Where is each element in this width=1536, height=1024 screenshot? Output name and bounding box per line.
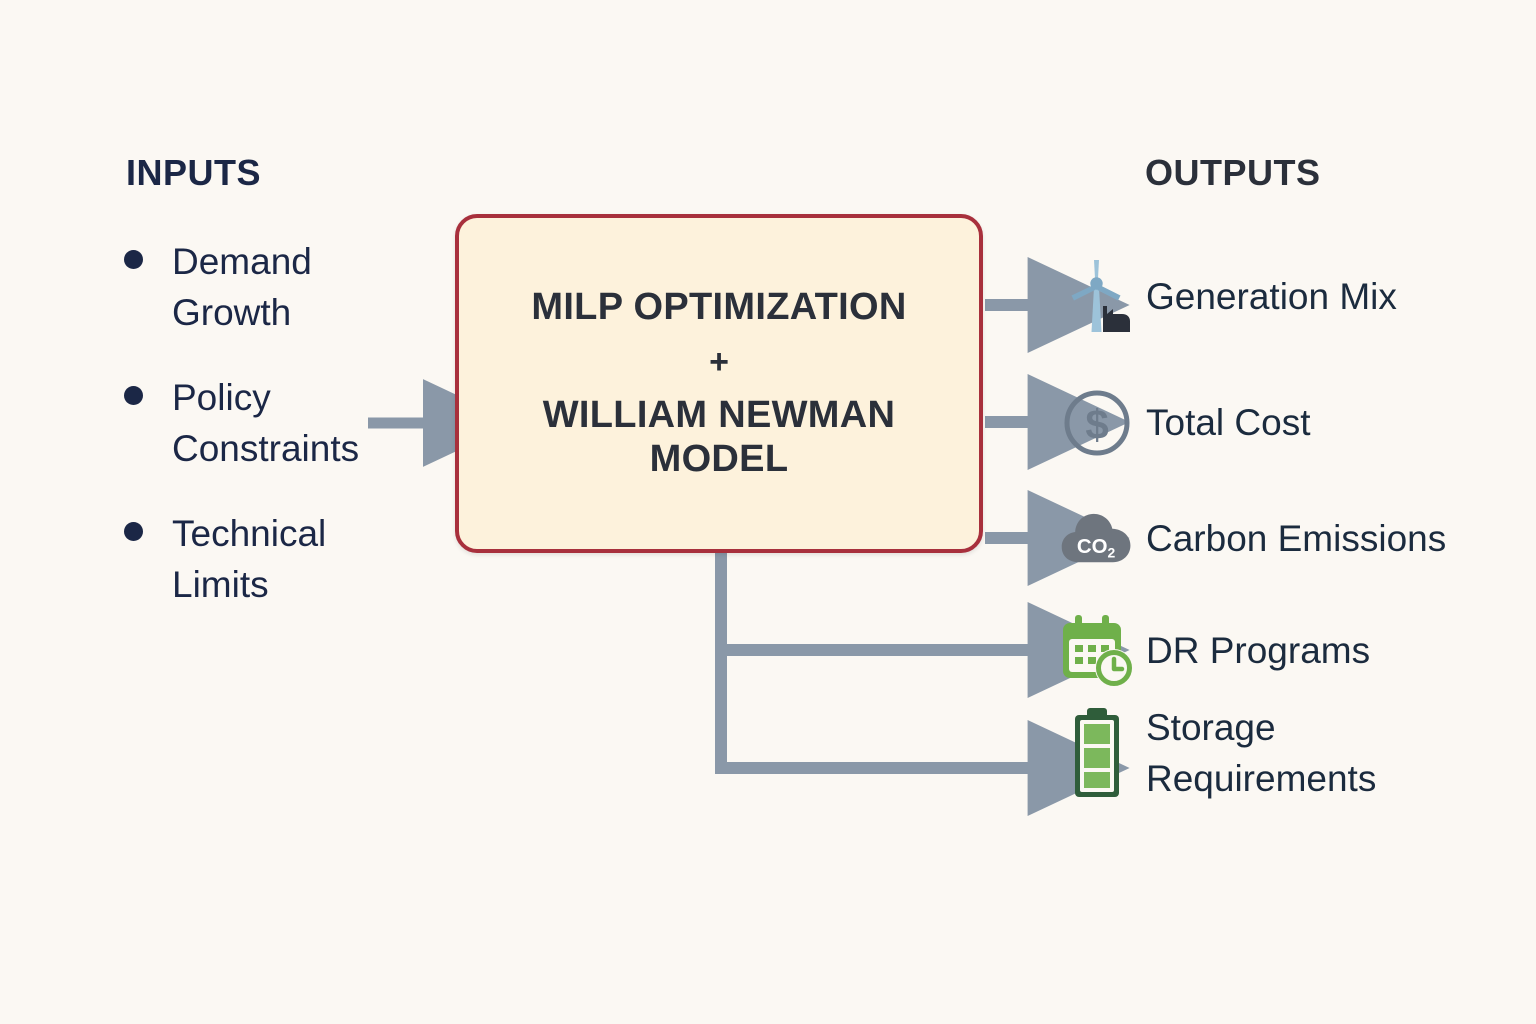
model-title-line-2: WILLIAM NEWMAN MODEL (542, 394, 896, 480)
wind-turbine-factory-icon (1058, 258, 1136, 336)
output-item-storage-requirements: Storage Requirements (1058, 702, 1376, 804)
output-label: Generation Mix (1146, 276, 1397, 318)
inputs-column: INPUTS Demand Growth Policy Constraints … (122, 152, 412, 644)
bullet-icon (124, 386, 143, 406)
input-label: Demand Growth (172, 241, 312, 334)
output-item-total-cost: $ Total Cost (1058, 384, 1311, 462)
output-label: Storage Requirements (1146, 707, 1377, 800)
bullet-icon (124, 250, 143, 269)
model-plus-sign: + (709, 343, 729, 382)
inputs-heading: INPUTS (126, 152, 262, 193)
bullet-icon (124, 522, 143, 542)
input-item-policy-constraints: Policy Constraints (122, 372, 412, 474)
output-item-generation-mix: Generation Mix (1058, 258, 1397, 336)
output-item-dr-programs: DR Programs (1058, 612, 1370, 690)
dollar-coin-icon: $ (1058, 384, 1136, 462)
output-label: DR Programs (1146, 630, 1371, 672)
input-item-demand-growth: Demand Growth (122, 236, 412, 338)
outputs-heading: OUTPUTS (1145, 152, 1321, 193)
output-label: Carbon Emissions (1146, 518, 1447, 560)
model-title-line-1: MILP OPTIMIZATION (531, 286, 907, 329)
input-label: Policy Constraints (172, 377, 360, 470)
calendar-clock-icon (1058, 612, 1136, 690)
model-box: MILP OPTIMIZATION + WILLIAM NEWMAN MODEL (455, 214, 983, 553)
output-item-carbon-emissions: CO2 Carbon Emissions (1058, 500, 1446, 578)
input-label: Technical Limits (172, 513, 327, 606)
input-item-technical-limits: Technical Limits (122, 508, 412, 610)
output-label: Total Cost (1146, 402, 1311, 444)
inputs-list: Demand Growth Policy Constraints Technic… (122, 236, 412, 610)
battery-icon (1058, 708, 1136, 798)
svg-text:$: $ (1085, 401, 1108, 448)
svg-text:CO2: CO2 (1077, 536, 1116, 561)
co2-cloud-icon: CO2 (1058, 500, 1136, 578)
